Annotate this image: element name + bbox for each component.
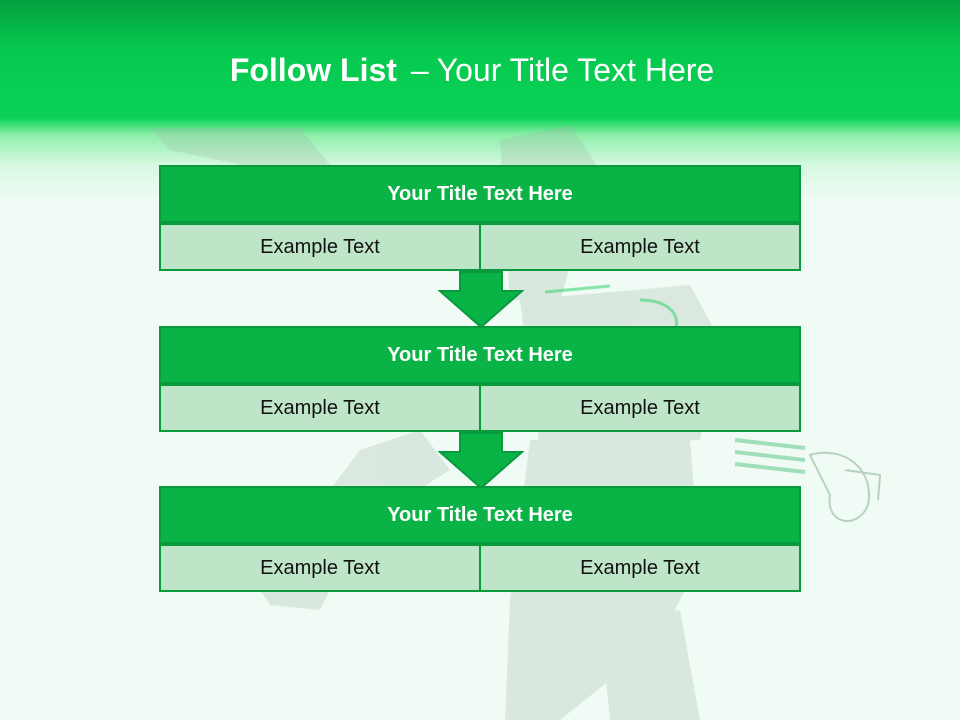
- block-right-cell: Example Text: [479, 544, 801, 592]
- block-left-cell: Example Text: [159, 384, 481, 432]
- block-title: Your Title Text Here: [159, 326, 801, 384]
- block-left-cell: Example Text: [159, 544, 481, 592]
- block-title: Your Title Text Here: [159, 486, 801, 544]
- slide-title-separator: –: [410, 52, 429, 88]
- slide-title-rest: Your Title Text Here: [436, 52, 715, 88]
- block-left-cell: Example Text: [159, 223, 481, 271]
- list-block-1: Your Title Text Here Example Text Exampl…: [159, 165, 801, 271]
- down-arrow-icon: [438, 271, 524, 329]
- slide-title-bold: Follow List: [229, 52, 397, 88]
- list-block-2: Your Title Text Here Example Text Exampl…: [159, 326, 801, 432]
- block-right-cell: Example Text: [479, 223, 801, 271]
- block-right-cell: Example Text: [479, 384, 801, 432]
- slide-title: Follow List–Your Title Text Here: [0, 52, 944, 89]
- list-block-3: Your Title Text Here Example Text Exampl…: [159, 486, 801, 592]
- block-title: Your Title Text Here: [159, 165, 801, 223]
- down-arrow-icon: [438, 432, 524, 490]
